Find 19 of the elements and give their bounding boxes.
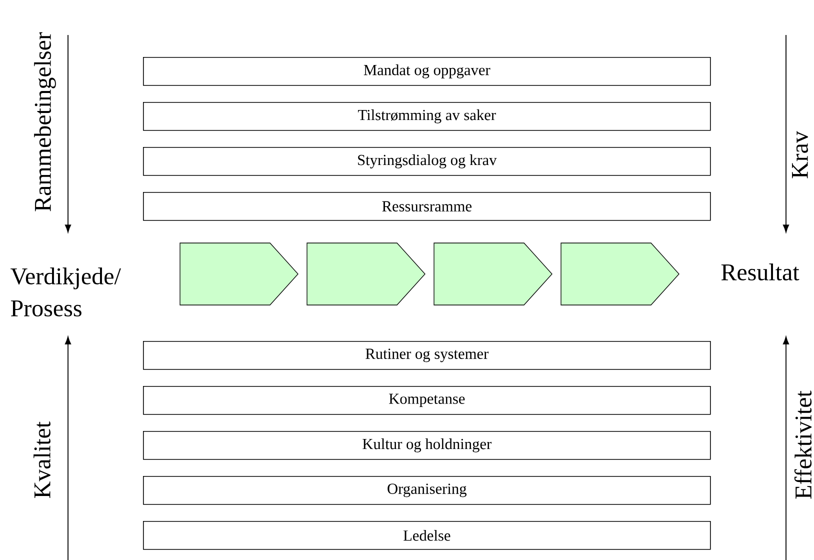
process-step [180, 242, 298, 306]
process-step [560, 242, 680, 306]
process-step [306, 242, 426, 306]
bar-box: Ledelse [143, 521, 711, 550]
process-step [434, 242, 552, 306]
bar-box: Organisering [143, 476, 711, 505]
bar-box: Ressursramme [143, 192, 711, 221]
bar-box: Rutiner og systemer [143, 341, 711, 370]
axis-label: Krav [792, 131, 808, 178]
bar-box: Kultur og holdninger [143, 431, 711, 460]
bar-box: Tilstrømming av saker [143, 102, 711, 131]
axis-label: Rammebetingelser [34, 32, 56, 212]
bar-box: Styringsdialog og krav [143, 147, 711, 176]
process-label: Verdikjede/ Prosess [10, 268, 121, 316]
axis-label: Effektivitet [794, 390, 812, 499]
axis-label: Kvalitet [34, 421, 50, 498]
bar-box: Kompetanse [143, 386, 711, 415]
bar-box: Mandat og oppgaver [143, 57, 711, 86]
result-label: Resultat [721, 264, 800, 280]
